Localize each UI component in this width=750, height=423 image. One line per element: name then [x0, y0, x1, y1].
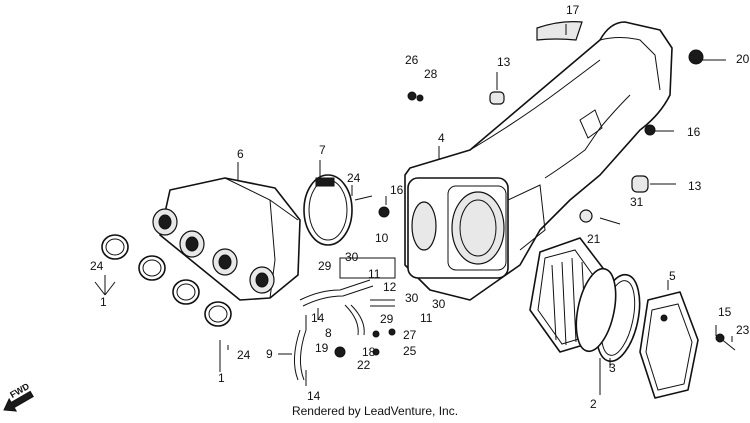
callout-3: 3 [609, 361, 616, 375]
callout-13: 13 [688, 179, 702, 193]
callout-22: 22 [357, 358, 371, 372]
credit-line: Rendered by LeadVenture, Inc. [291, 404, 459, 418]
hoses [294, 257, 396, 381]
callout-13: 13 [497, 55, 511, 69]
callout-11: 11 [420, 311, 433, 325]
callout-30: 30 [345, 250, 359, 264]
callout-31: 31 [630, 195, 644, 209]
part-7-chamber [152, 177, 301, 301]
callout-14: 14 [311, 311, 325, 325]
callout-24: 24 [90, 259, 104, 273]
callout-14: 14 [307, 389, 321, 403]
callout-15: 15 [718, 305, 732, 319]
callout-6: 6 [237, 147, 244, 161]
callout-7: 7 [319, 143, 326, 157]
callout-23: 23 [736, 323, 750, 337]
callout-16: 16 [687, 125, 701, 139]
callout-11: 11 [368, 267, 381, 281]
part-4-duct-housing [404, 21, 673, 301]
small-parts [334, 49, 736, 358]
callout-8: 8 [325, 326, 332, 340]
callout-27: 27 [403, 328, 417, 342]
callout-29: 29 [380, 312, 394, 326]
callout-19: 19 [315, 341, 329, 355]
callout-5: 5 [669, 269, 676, 283]
callout-18: 18 [362, 345, 376, 359]
callout-21: 21 [587, 232, 601, 246]
callout-20: 20 [736, 52, 750, 66]
part-5-cover [639, 291, 699, 399]
callout-9: 9 [266, 347, 273, 361]
callout-1: 1 [100, 295, 107, 309]
callout-30: 30 [405, 291, 419, 305]
callout-29: 29 [318, 259, 332, 273]
callout-10: 10 [375, 231, 389, 245]
part-17-cover [536, 21, 583, 41]
callout-26: 26 [405, 53, 419, 67]
callout-17: 17 [566, 3, 580, 17]
callout-2: 2 [590, 397, 597, 411]
callout-24: 24 [237, 348, 251, 362]
callout-28: 28 [424, 67, 438, 81]
callout-12: 12 [383, 280, 397, 294]
callout-1: 1 [218, 371, 225, 385]
callout-24: 24 [347, 171, 361, 185]
callout-25: 25 [403, 344, 417, 358]
callout-4: 4 [438, 131, 445, 145]
part-6-band [303, 174, 353, 246]
leader-lines [94, 24, 733, 395]
callout-16: 16 [390, 183, 404, 197]
callout-30: 30 [432, 297, 446, 311]
clamp-set [101, 234, 232, 327]
